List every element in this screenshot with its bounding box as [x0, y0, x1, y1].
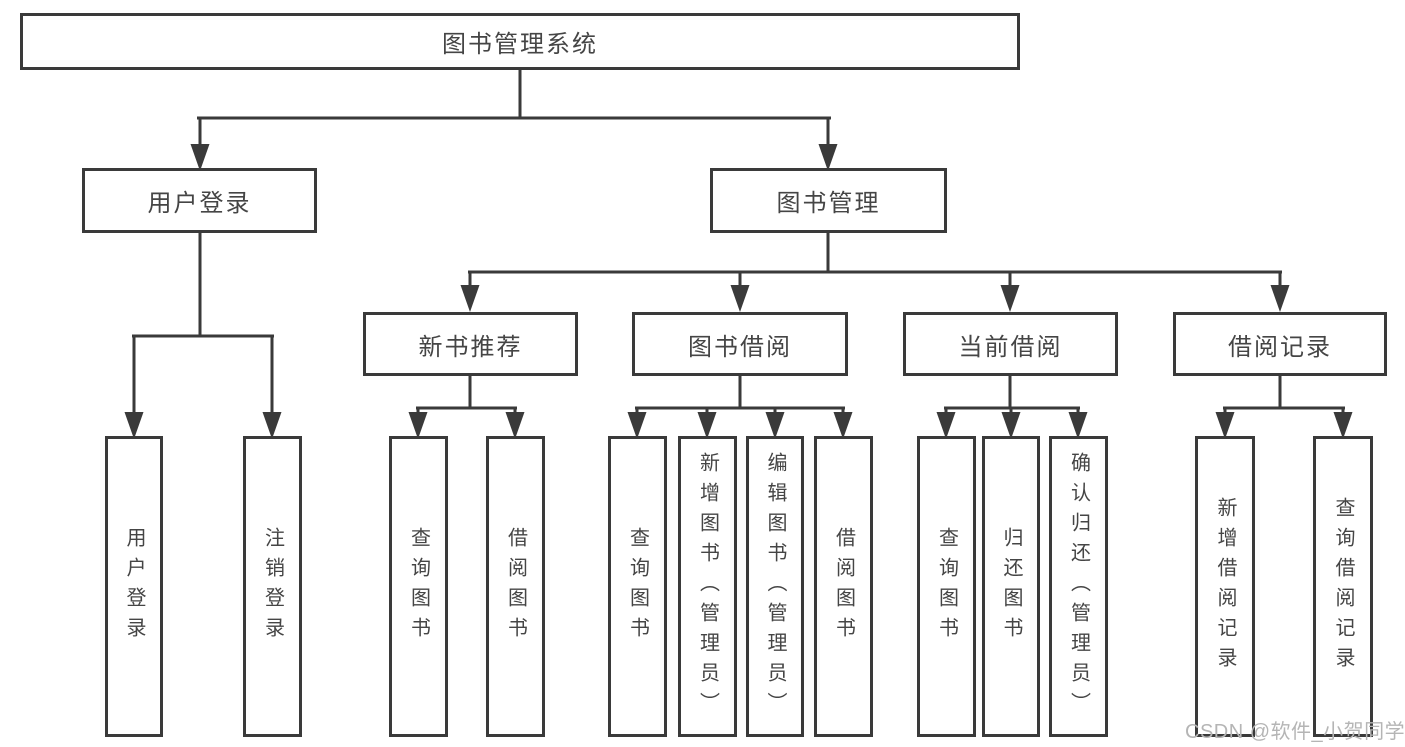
node-book-borrowing: 图书借阅 [632, 312, 848, 376]
node-label: 借阅记录 [1228, 333, 1332, 361]
node-label: 图书借阅 [688, 333, 792, 361]
leaf-return-books: 归还图书 [982, 436, 1040, 737]
node-library-management-system: 图书管理系统 [20, 13, 1020, 70]
leaf-borrow-books: 借阅图书 [814, 436, 873, 737]
leaf-label: 借阅图书 [832, 526, 855, 647]
node-label: 当前借阅 [958, 333, 1063, 361]
leaf-label: 新增借阅记录 [1214, 496, 1236, 677]
node-borrowing-records: 借阅记录 [1173, 312, 1387, 376]
node-new-book-recommendation: 新书推荐 [363, 312, 578, 376]
node-label: 图书管理系统 [442, 31, 598, 58]
node-user-login: 用户登录 [82, 168, 317, 233]
leaf-label: 编辑图书（管理员） [764, 451, 786, 722]
leaf-user-login: 用户登录 [105, 436, 163, 737]
leaf-add-books-admin: 新增图书（管理员） [678, 436, 737, 737]
leaf-borrow-books-recommend: 借阅图书 [486, 436, 545, 737]
leaf-query-books-recommend: 查询图书 [389, 436, 448, 737]
leaf-label: 新增图书（管理员） [696, 451, 719, 722]
leaf-query-borrow-record: 查询借阅记录 [1313, 436, 1373, 737]
leaf-label: 查询图书 [935, 526, 958, 647]
leaf-label: 查询图书 [407, 526, 430, 647]
leaf-label: 查询借阅记录 [1332, 496, 1354, 677]
leaf-query-books-current: 查询图书 [917, 436, 976, 737]
node-current-borrowing: 当前借阅 [903, 312, 1118, 376]
leaf-label: 归还图书 [1000, 526, 1022, 647]
leaf-confirm-return-admin: 确认归还（管理员） [1049, 436, 1108, 737]
leaf-add-borrow-record: 新增借阅记录 [1195, 436, 1255, 737]
leaf-label: 注销登录 [261, 526, 284, 647]
node-book-management: 图书管理 [710, 168, 947, 233]
node-label: 用户登录 [147, 190, 252, 217]
leaf-edit-books-admin: 编辑图书（管理员） [746, 436, 804, 737]
leaf-query-books-borrow: 查询图书 [608, 436, 667, 737]
leaf-label: 确认归还（管理员） [1067, 451, 1090, 722]
leaf-label: 查询图书 [626, 526, 649, 647]
node-label: 新书推荐 [418, 333, 523, 361]
leaf-logout: 注销登录 [243, 436, 302, 737]
node-label: 图书管理 [776, 190, 881, 217]
watermark: CSDN @软件_小贺同学 [1185, 721, 1405, 743]
leaf-label: 借阅图书 [504, 526, 527, 647]
leaf-label: 用户登录 [123, 526, 145, 647]
